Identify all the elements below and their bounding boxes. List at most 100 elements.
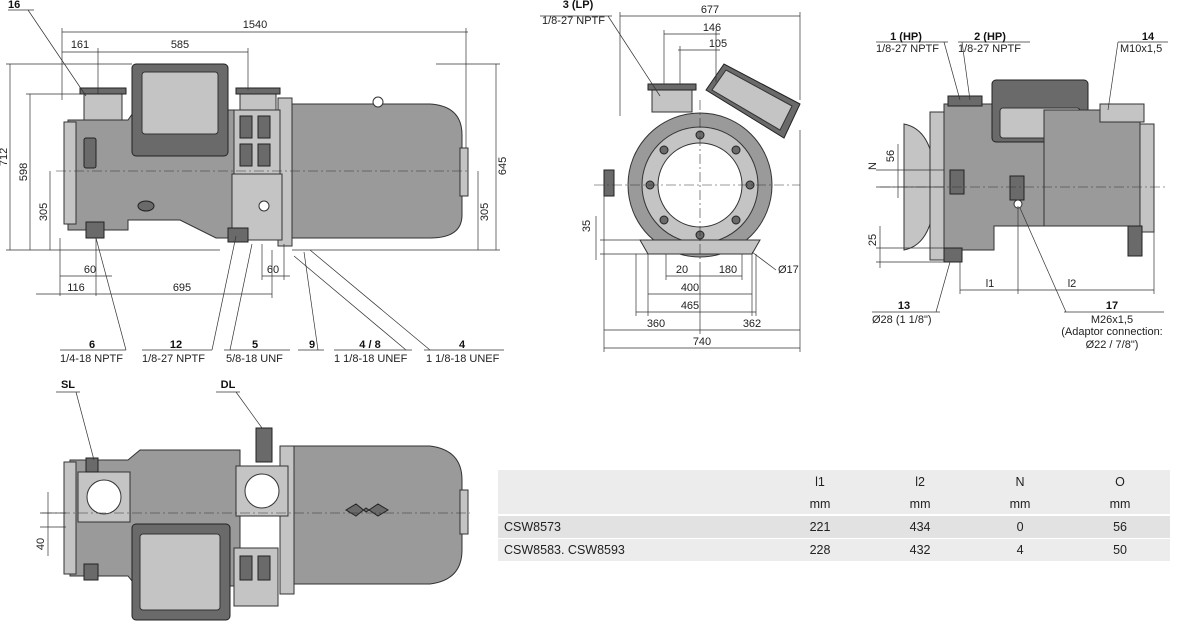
suction-port bbox=[83, 91, 123, 121]
table-cell: 0 bbox=[970, 515, 1071, 539]
sensor-icon bbox=[83, 137, 97, 169]
callout-3-lp: 3 (LP) bbox=[563, 0, 594, 11]
dim-56: 56 bbox=[885, 150, 897, 162]
table-unit: mm bbox=[770, 494, 871, 516]
end-valve bbox=[1009, 175, 1025, 201]
dim-362: 362 bbox=[743, 318, 761, 330]
label-dl: DL bbox=[221, 379, 236, 391]
top-motor-end-cap bbox=[459, 489, 469, 535]
table-cell: 432 bbox=[870, 538, 971, 561]
dim-60-left: 60 bbox=[84, 264, 96, 276]
table-cell: 434 bbox=[870, 515, 971, 539]
table-header-l2: l2 bbox=[870, 470, 971, 494]
callout-1-hp-spec: 1/8-27 NPTF bbox=[876, 43, 939, 55]
table-cell: 228 bbox=[770, 538, 871, 561]
table-header-o: O bbox=[1070, 470, 1170, 494]
top-sl-fitting bbox=[85, 457, 99, 473]
valve-icon bbox=[239, 143, 253, 167]
dim-740: 740 bbox=[693, 336, 711, 348]
callout-9: 9 bbox=[309, 339, 315, 351]
callout-17-spec: M26x1,5 bbox=[1091, 314, 1133, 326]
end-compressor bbox=[1043, 109, 1141, 227]
table-unit: mm bbox=[1070, 494, 1170, 516]
dim-695: 695 bbox=[173, 282, 191, 294]
dim-598: 598 bbox=[18, 163, 30, 181]
callout-14-spec: M10x1,5 bbox=[1120, 43, 1162, 55]
callout-2-hp: 2 (HP) bbox=[974, 31, 1006, 43]
dim-645: 645 bbox=[497, 157, 509, 175]
table-header-model bbox=[498, 470, 770, 494]
dim-146: 146 bbox=[703, 22, 721, 34]
end-oil-valve bbox=[943, 247, 963, 263]
dim-161: 161 bbox=[71, 39, 89, 51]
dim-overall-length: 1540 bbox=[243, 19, 267, 31]
dim-305-right: 305 bbox=[479, 203, 491, 221]
callout-17-note-1: (Adaptor connection: bbox=[1061, 326, 1163, 338]
callout-2-hp-spec: 1/8-27 NPTF bbox=[958, 43, 1021, 55]
end-hp-port bbox=[947, 95, 983, 107]
top-view: 40 SL DL bbox=[35, 379, 470, 621]
top-terminal-cover bbox=[139, 533, 221, 611]
oil-valve bbox=[227, 227, 249, 243]
dim-712: 712 bbox=[0, 148, 10, 166]
table-unit bbox=[498, 494, 770, 516]
callout-12: 12 bbox=[170, 339, 182, 351]
table-cell: 56 bbox=[1070, 515, 1170, 539]
table-row: CSW8573 221 434 0 56 bbox=[498, 515, 1170, 539]
dim-400: 400 bbox=[681, 282, 699, 294]
suction-port-rim bbox=[79, 87, 127, 95]
end-valve bbox=[949, 169, 965, 195]
table-cell: 50 bbox=[1070, 538, 1170, 561]
callout-13-spec: Ø28 (1 1/8") bbox=[872, 314, 932, 326]
end-flange bbox=[929, 111, 945, 261]
dim-305-left: 305 bbox=[38, 203, 50, 221]
dim-l2: l2 bbox=[1068, 278, 1077, 290]
dim-180: 180 bbox=[719, 264, 737, 276]
dim-35: 35 bbox=[581, 220, 593, 232]
dim-20: 20 bbox=[676, 264, 688, 276]
dim-677: 677 bbox=[701, 4, 719, 16]
callout-3-lp-spec: 1/8-27 NPTF bbox=[542, 15, 605, 27]
callout-17: 17 bbox=[1106, 300, 1118, 312]
table-header-row: l1 l2 N O bbox=[498, 470, 1170, 494]
callout-16: 16 bbox=[8, 0, 20, 11]
front-terminal-box-cover bbox=[711, 69, 793, 131]
dim-105: 105 bbox=[709, 38, 727, 50]
top-suction-flange bbox=[63, 461, 77, 575]
dim-116: 116 bbox=[67, 282, 85, 294]
front-top-port bbox=[651, 87, 693, 113]
bolt-icon bbox=[731, 215, 741, 225]
callout-5-spec: 5/8-18 UNF bbox=[226, 353, 283, 365]
valve-icon bbox=[239, 115, 253, 139]
table-row: CSW8583. CSW8593 228 432 4 50 bbox=[498, 538, 1170, 561]
callout-4-spec: 1 1/8-18 UNEF bbox=[426, 353, 500, 365]
table-unit: mm bbox=[870, 494, 971, 516]
valve-icon bbox=[257, 115, 271, 139]
top-dl-fitting bbox=[255, 427, 273, 463]
side-view: 1540 161 585 712 598 305 645 305 60 60 1… bbox=[0, 0, 509, 365]
callout-17-note-2: Ø22 / 7/8") bbox=[1086, 339, 1139, 351]
end-suction-flange bbox=[1139, 123, 1155, 233]
table-cell: 221 bbox=[770, 515, 871, 539]
discharge-port-rim bbox=[235, 87, 281, 95]
dim-360: 360 bbox=[647, 318, 665, 330]
dim-n: N bbox=[867, 162, 879, 170]
top-plug bbox=[83, 563, 99, 581]
terminal-box-cover bbox=[141, 71, 219, 135]
end-port bbox=[1099, 103, 1145, 123]
sight-glass-icon bbox=[258, 200, 270, 212]
dim-585: 585 bbox=[171, 39, 189, 51]
drain-plug bbox=[85, 221, 105, 239]
front-side-valve bbox=[603, 169, 615, 197]
top-discharge-bore bbox=[244, 473, 280, 509]
table-cell-model: CSW8573 bbox=[498, 515, 770, 539]
discharge-port bbox=[239, 91, 277, 111]
label-sl: SL bbox=[61, 379, 75, 391]
front-view: 677 146 105 35 20 180 Ø17 400 465 360 36… bbox=[540, 0, 801, 352]
bolt-icon bbox=[731, 145, 741, 155]
dimension-table: l1 l2 N O mm mm mm mm CSW8573 221 434 0 … bbox=[498, 470, 1170, 561]
callout-5: 5 bbox=[252, 339, 258, 351]
dim-465: 465 bbox=[681, 300, 699, 312]
dim-40: 40 bbox=[35, 538, 47, 550]
